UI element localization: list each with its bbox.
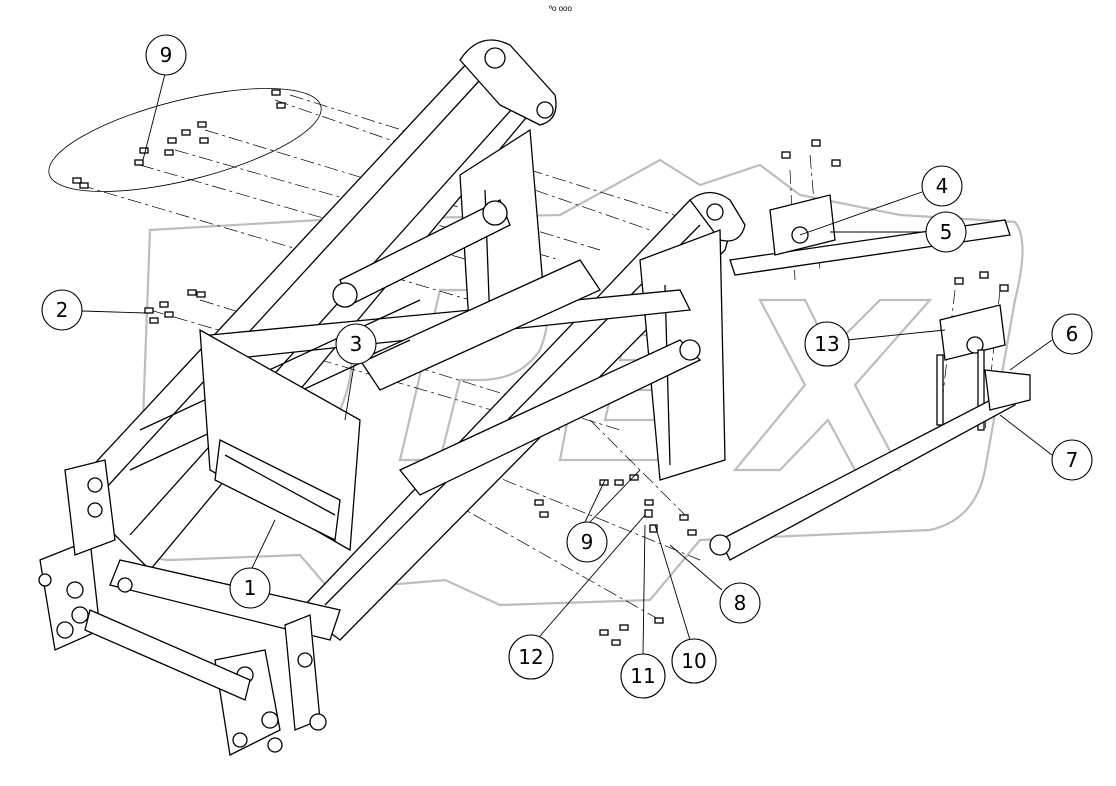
callout-1: 1 <box>229 519 276 609</box>
callout-13-label: 13 <box>814 332 839 356</box>
callout-9-bottom: 9 <box>566 469 641 563</box>
callout-1-label: 1 <box>244 576 257 600</box>
callout-4: 4 <box>799 165 963 236</box>
callout-7: 7 <box>999 414 1093 481</box>
callout-2-label: 2 <box>56 298 69 322</box>
bolt-group-9 <box>48 88 322 192</box>
callout-6: 6 <box>1009 313 1093 371</box>
callout-9-top: 9 <box>142 34 187 161</box>
bottom-mounts <box>38 459 327 756</box>
callout-6-label: 6 <box>1066 322 1079 346</box>
callout-12-label: 12 <box>518 645 543 669</box>
callout-8-label: 8 <box>734 591 747 615</box>
bolt-group-2 <box>144 289 206 324</box>
callout-4-label: 4 <box>936 174 949 198</box>
callout-3-label: 3 <box>350 332 363 356</box>
callout-5: 5 <box>830 211 967 253</box>
callout-7-label: 7 <box>1066 448 1079 472</box>
callout-12: 12 <box>508 514 646 680</box>
callout-8: 8 <box>669 544 761 624</box>
center-bracket <box>199 328 361 552</box>
callout-5-label: 5 <box>940 220 953 244</box>
callout-9-bottom-label: 9 <box>581 530 594 554</box>
callout-10: 10 <box>654 524 717 684</box>
callout-10-label: 10 <box>681 649 706 673</box>
callout-11-label: 11 <box>630 664 655 688</box>
lower-bolts <box>534 474 697 646</box>
callout-11: 11 <box>620 524 666 699</box>
callout-9-top-label: 9 <box>160 43 173 67</box>
right-hardware <box>709 139 1031 561</box>
callout-3: 3 <box>335 323 377 421</box>
cross-members <box>109 199 702 641</box>
header-mark: ºo ooo <box>549 4 572 13</box>
callout-2: 2 <box>41 289 146 331</box>
callout-13: 13 <box>804 321 946 367</box>
